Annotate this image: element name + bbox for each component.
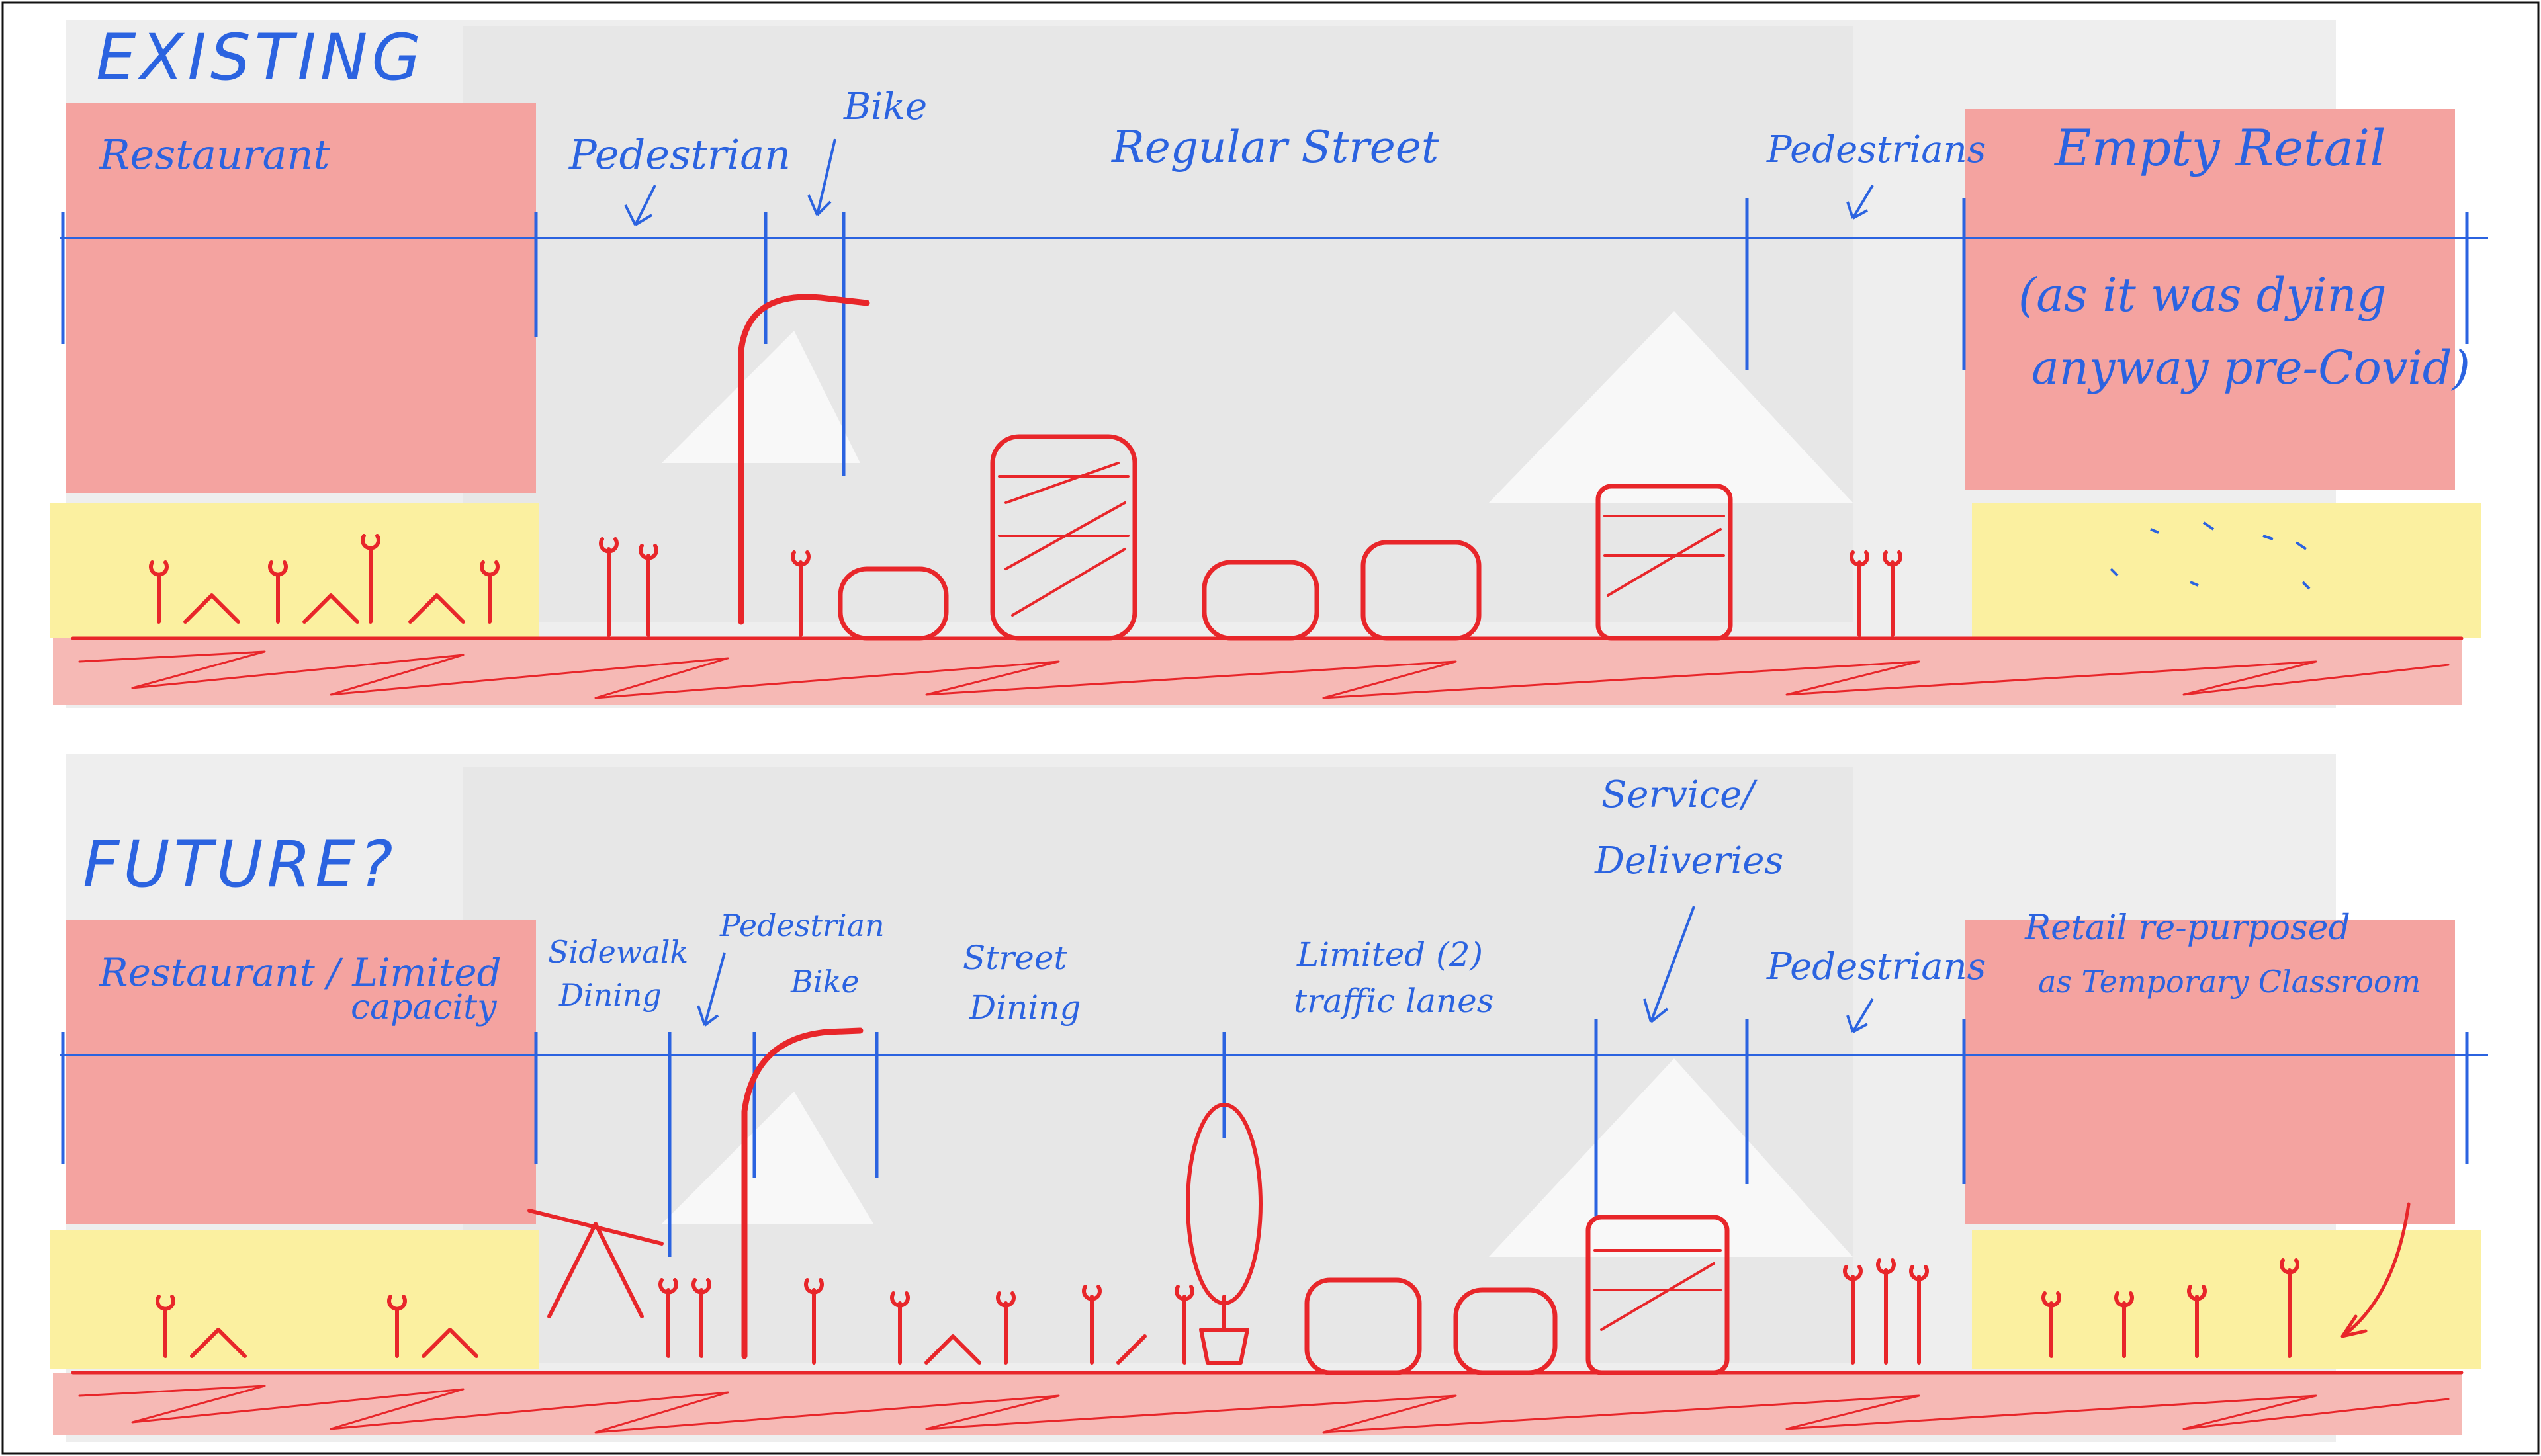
future-classroom-building (1965, 920, 2455, 1224)
future-pedestrians-arrow (1846, 998, 1874, 1033)
future-label-capacity: capacity (351, 988, 497, 1027)
existing-label-pedestrian: Pedestrian (568, 130, 791, 179)
existing-car-2 (1202, 560, 1319, 641)
existing-bike-arrow (807, 138, 836, 216)
future-pedestrians (1843, 1258, 1929, 1365)
existing-label-pedestrians: Pedestrians (1766, 128, 1986, 171)
future-delivery-truck (1585, 1215, 1730, 1375)
future-label-pedestrians: Pedestrians (1766, 945, 1986, 988)
existing-pedestrian-arrow (624, 185, 656, 226)
existing-diners (149, 534, 500, 624)
future-label-pedestrian: Pedestrian (719, 908, 885, 943)
existing-skyline (463, 26, 1853, 622)
existing-pedestrians (599, 537, 1902, 637)
future-classroom-storefront (1972, 1230, 2481, 1369)
future-street-lamp (741, 1027, 864, 1359)
future-label-street: Street (963, 939, 1067, 977)
existing-car-3 (1360, 540, 1482, 641)
existing-restaurant-building (66, 103, 536, 493)
future-label-service: Service/ (1601, 773, 1758, 816)
existing-label-restaurant: Restaurant (99, 130, 330, 179)
existing-label-retail-note-1: (as it was dying (2018, 268, 2386, 322)
existing-delivery-truck (1595, 484, 1733, 641)
future-pedestrian-arrow (697, 952, 726, 1027)
existing-restaurant-storefront (50, 503, 539, 638)
future-classroom-arrow (2340, 1202, 2411, 1338)
future-label-deliveries: Deliveries (1594, 839, 1783, 882)
future-ground (53, 1373, 2462, 1435)
existing-retail-storefront (1972, 503, 2481, 638)
future-label-restaurant: Restaurant / Limited (99, 950, 502, 995)
existing-retail-building (1965, 109, 2455, 490)
existing-light-cone-left (662, 331, 860, 463)
existing-label-retail-note-2: anyway pre-Covid) (2031, 341, 2470, 395)
existing-section: EXISTING Restaurant Pedestrian Bike Regu… (50, 20, 2488, 708)
existing-car-1 (838, 566, 949, 641)
future-restaurant-building (66, 920, 536, 1224)
existing-retail-dots (2110, 521, 2311, 590)
future-label-retail-repurposed: Retail re-purposed (2024, 908, 2350, 948)
existing-double-decker-bus (990, 434, 1137, 641)
future-heading: FUTURE? (83, 828, 397, 902)
future-label-bike: Bike (790, 964, 860, 1000)
future-label-limited: Limited (2) (1296, 935, 1483, 974)
existing-vehicles (838, 434, 1733, 641)
future-light-cone-left (662, 1092, 873, 1224)
future-ground-hatch (78, 1385, 2450, 1434)
future-car-1 (1304, 1277, 1422, 1375)
future-service-arrow (1643, 906, 1695, 1023)
future-label-traffic-lanes: traffic lanes (1294, 982, 1493, 1020)
future-label-sidewalk-dining: Dining (558, 977, 662, 1013)
existing-light-cone-right (1489, 311, 1853, 503)
future-label-sidewalk: Sidewalk (548, 934, 688, 970)
future-restaurant-storefront (50, 1230, 539, 1369)
future-light-cone-right (1489, 1058, 1853, 1257)
existing-street-lamp (738, 294, 870, 625)
existing-dimension-ticks (61, 198, 2469, 476)
existing-ground-hatch (78, 650, 2450, 699)
future-dining-tent (527, 1209, 664, 1318)
future-section: FUTURE? Restaurant / Limited capacity Si… (50, 754, 2488, 1442)
future-vehicles (1304, 1215, 1730, 1375)
existing-heading: EXISTING (96, 21, 425, 95)
future-students (2041, 1258, 2299, 1358)
future-skyline (463, 767, 1853, 1363)
existing-pedestrians-arrow (1846, 184, 1874, 220)
future-street-tree (1186, 1103, 1263, 1365)
future-diners (156, 1278, 1194, 1365)
existing-label-regular-street: Regular Street (1111, 122, 1439, 173)
future-label-temporary-classroom: as Temporary Classroom (2038, 964, 2421, 1000)
existing-label-bike: Bike (843, 85, 927, 128)
future-dimension-ticks (61, 1019, 2469, 1257)
future-label-street-dining: Dining (969, 988, 1081, 1027)
existing-ground (53, 638, 2462, 705)
future-car-2 (1453, 1287, 1558, 1375)
existing-label-empty-retail: Empty Retail (2053, 118, 2386, 177)
